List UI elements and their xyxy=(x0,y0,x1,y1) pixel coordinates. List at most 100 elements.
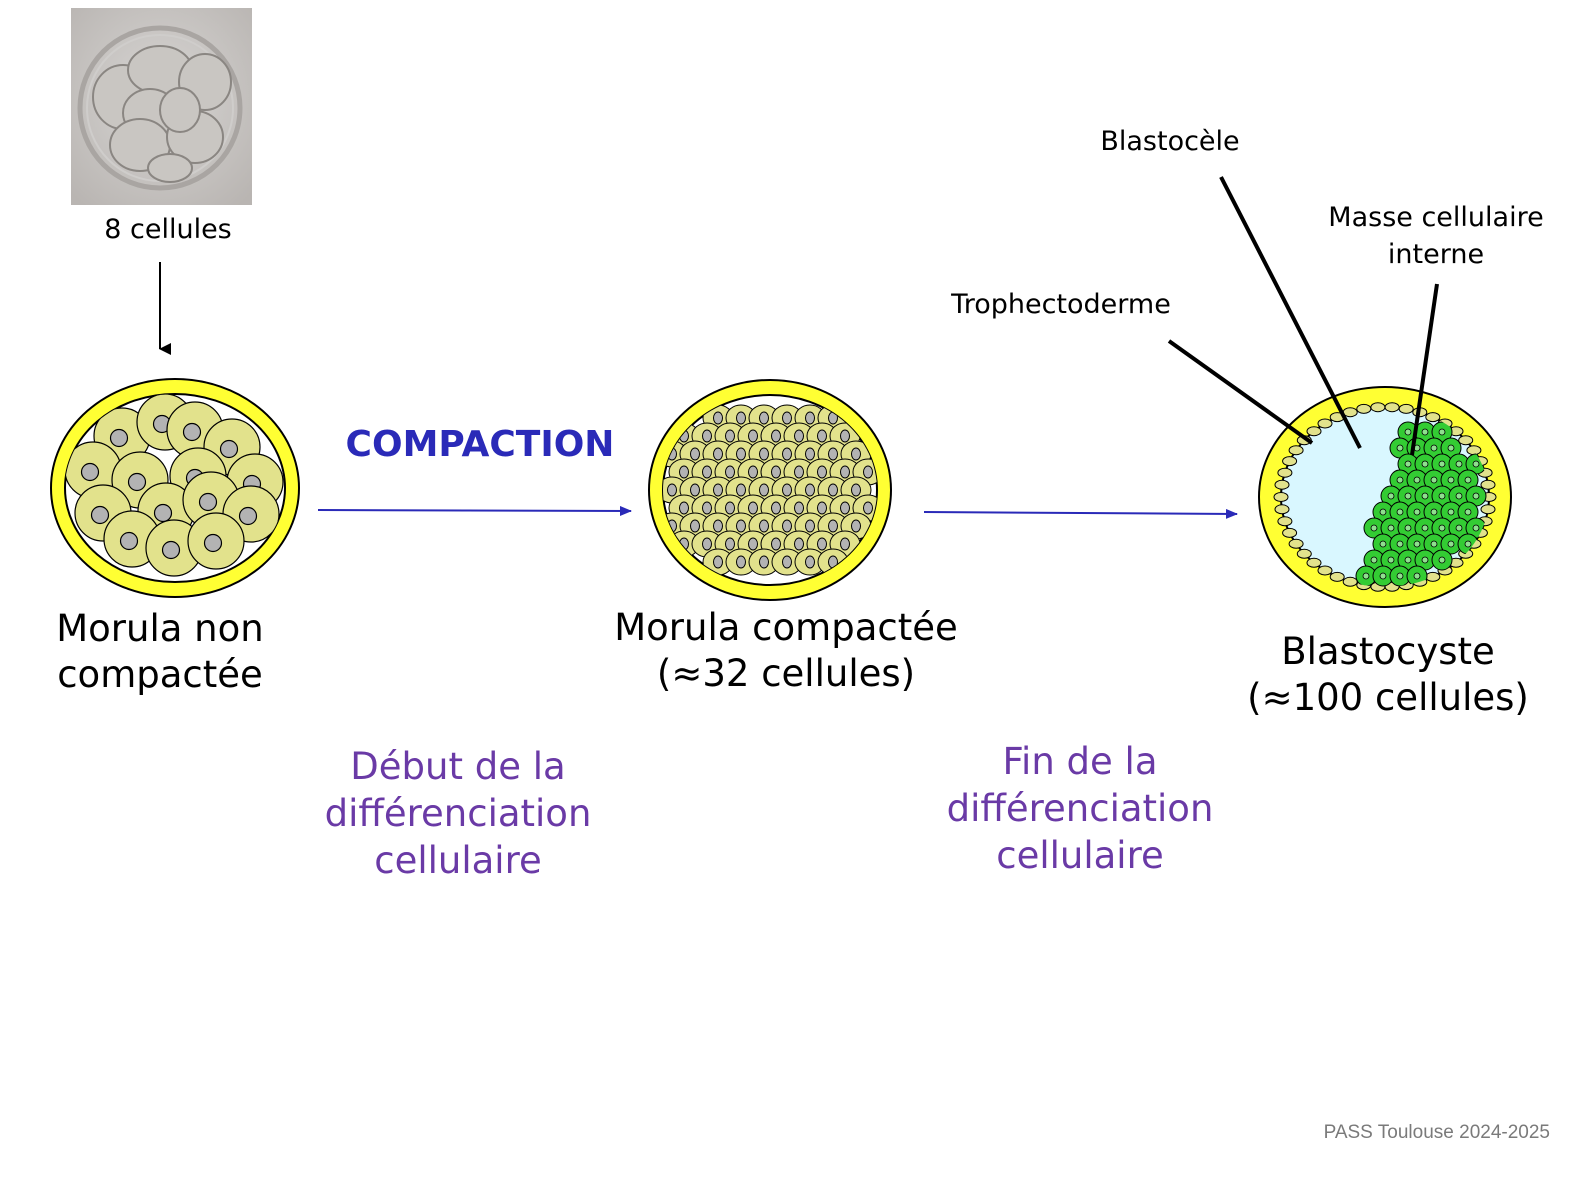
differentiation-start-label: Début de la différenciation cellulaire xyxy=(298,743,618,884)
blastomere xyxy=(147,153,193,183)
nucleus xyxy=(690,519,700,533)
nucleus xyxy=(759,447,769,461)
stage-line: Morula compactée xyxy=(614,606,958,649)
nucleus xyxy=(182,422,202,442)
nucleus xyxy=(794,501,804,515)
nucleus xyxy=(736,483,746,497)
nucleus xyxy=(863,501,873,515)
text-line: cellulaire xyxy=(996,834,1164,877)
trophectoderm-cell xyxy=(1425,571,1441,582)
nucleus xyxy=(198,492,218,512)
nucleus xyxy=(1404,556,1412,564)
nucleus xyxy=(771,429,781,443)
nucleus xyxy=(851,447,861,461)
differentiation-arrow xyxy=(923,508,1238,519)
nucleus xyxy=(161,540,181,560)
nucleus xyxy=(1447,476,1455,484)
differentiation-end-label: Fin de la différenciation cellulaire xyxy=(920,738,1240,879)
nucleus xyxy=(1421,460,1429,468)
nucleus xyxy=(1421,492,1429,500)
nucleus xyxy=(1404,492,1412,500)
trophectoderm-ring xyxy=(1273,402,1497,592)
trophectoderm-cell xyxy=(1288,538,1304,549)
nucleus xyxy=(828,447,838,461)
trophectoderm-cell xyxy=(1398,403,1414,414)
nucleus xyxy=(1472,492,1480,500)
trophectoderm-cell xyxy=(1480,479,1496,490)
embryo-micrograph xyxy=(71,8,252,205)
nucleus xyxy=(840,537,850,551)
nucleus xyxy=(736,447,746,461)
nucleus xyxy=(1370,556,1378,564)
nucleus xyxy=(1447,540,1455,548)
blastocyste xyxy=(1258,386,1512,608)
nucleus xyxy=(679,501,689,515)
text-line: différenciation xyxy=(324,792,592,835)
nucleus xyxy=(794,429,804,443)
nucleus xyxy=(1379,540,1387,548)
morula-compact-label: Morula compactée (≈32 cellules) xyxy=(600,605,972,697)
trophectoderm-cell xyxy=(1425,412,1441,423)
nucleus xyxy=(153,503,173,523)
nucleus xyxy=(1396,572,1404,580)
stage-line: Blastocyste xyxy=(1281,630,1495,673)
nucleus xyxy=(1387,524,1395,532)
morula-non-label: Morula non compactée xyxy=(30,606,290,698)
nucleus xyxy=(1421,524,1429,532)
compaction-arrow xyxy=(317,505,632,516)
trophectoderm-cell xyxy=(1480,504,1496,515)
nucleus xyxy=(817,465,827,479)
nucleus xyxy=(90,505,110,525)
nucleus xyxy=(1413,476,1421,484)
cells-group xyxy=(663,404,877,576)
nucleus xyxy=(725,429,735,443)
blastocoel-label: Blastocèle xyxy=(1100,126,1240,157)
trophectoderm-cell xyxy=(1306,426,1322,437)
nucleus xyxy=(1362,572,1370,580)
nucleus xyxy=(1413,572,1421,580)
nucleus xyxy=(713,519,723,533)
nucleus xyxy=(817,537,827,551)
nucleus xyxy=(1404,460,1412,468)
nucleus xyxy=(238,506,258,526)
nucleus xyxy=(1447,508,1455,516)
nucleus xyxy=(840,465,850,479)
trophectoderm-cell xyxy=(1306,557,1322,568)
nucleus xyxy=(828,483,838,497)
nucleus xyxy=(1387,556,1395,564)
nucleus xyxy=(219,439,239,459)
nucleus xyxy=(805,519,815,533)
inner-cell-mass xyxy=(1355,421,1487,587)
nucleus xyxy=(713,447,723,461)
nucleus xyxy=(1438,556,1446,564)
nucleus xyxy=(782,519,792,533)
nucleus xyxy=(794,465,804,479)
nucleus xyxy=(725,537,735,551)
nucleus xyxy=(748,465,758,479)
nucleus xyxy=(1438,524,1446,532)
nucleus xyxy=(771,465,781,479)
nucleus xyxy=(794,537,804,551)
nucleus xyxy=(690,483,700,497)
nucleus xyxy=(851,519,861,533)
nucleus xyxy=(805,483,815,497)
nucleus xyxy=(119,531,139,551)
trophectoderm-pointer xyxy=(1167,339,1314,445)
nucleus xyxy=(702,537,712,551)
nucleus xyxy=(828,519,838,533)
nucleus xyxy=(1413,508,1421,516)
stage-line: Morula non xyxy=(56,607,264,650)
nucleus xyxy=(1438,428,1446,436)
morula-compactee xyxy=(648,379,892,601)
nucleus xyxy=(759,483,769,497)
nucleus xyxy=(109,428,129,448)
nucleus xyxy=(771,537,781,551)
nucleus xyxy=(736,411,746,425)
trophectoderm-cell xyxy=(1317,565,1333,576)
text-line: interne xyxy=(1387,239,1485,270)
trophectoderm-cell xyxy=(1282,456,1298,467)
nucleus xyxy=(1472,524,1480,532)
nucleus xyxy=(736,519,746,533)
icm-label: Masse cellulaire interne xyxy=(1316,199,1556,273)
